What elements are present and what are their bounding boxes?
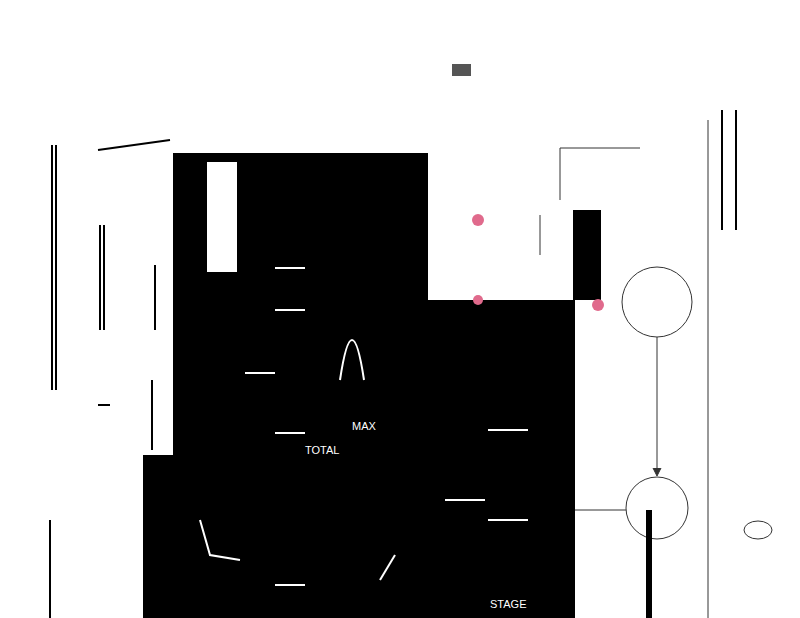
dark-panel bbox=[173, 153, 428, 618]
barcode-marks bbox=[50, 110, 736, 618]
flow-symbols bbox=[540, 120, 772, 618]
dark-box bbox=[573, 210, 601, 300]
dark-panel bbox=[428, 300, 575, 618]
white-lines bbox=[200, 268, 528, 585]
panel-label: TOTAL bbox=[305, 444, 339, 456]
dark-panel bbox=[143, 455, 173, 618]
panel-label: MAX bbox=[352, 420, 376, 432]
dark-bar bbox=[646, 510, 652, 618]
white-box bbox=[207, 162, 237, 272]
panel-label: STAGE bbox=[490, 598, 526, 610]
marker bbox=[452, 64, 471, 76]
pink-dots bbox=[472, 214, 604, 311]
